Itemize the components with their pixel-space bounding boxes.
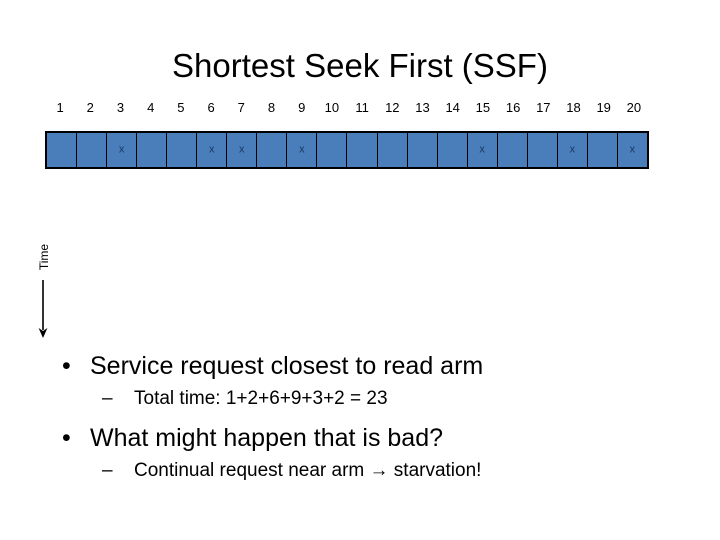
disk-track-cell xyxy=(377,133,408,167)
disk-track-cell: x xyxy=(557,133,588,167)
bullet-dash-icon: – xyxy=(102,388,113,409)
bullet-dot-icon: • xyxy=(62,424,71,452)
pending-request-mark: x xyxy=(209,143,215,156)
disk-track-cell: x xyxy=(287,133,318,167)
disk-track-cell xyxy=(527,133,558,167)
track-number-label: 8 xyxy=(267,100,276,115)
track-number-label: 9 xyxy=(298,100,306,115)
page-title: Shortest Seek First (SSF) xyxy=(172,47,548,84)
bullet-item: • Service request closest to read arm xyxy=(56,350,676,382)
pending-request-mark: x xyxy=(239,143,245,156)
track-number-label: 19 xyxy=(596,100,611,115)
disk-track-cell xyxy=(77,133,108,167)
pending-request-mark: x xyxy=(299,143,305,156)
bullet-dot-icon: • xyxy=(62,352,71,380)
bullet-list: •Service request closest to read arm–Tot… xyxy=(56,350,676,494)
track-number-label: 10 xyxy=(324,100,340,115)
bullet-item: • What might happen that is bad? xyxy=(56,422,676,454)
pending-request-mark: x xyxy=(118,143,125,156)
track-number-label: 2 xyxy=(86,100,94,115)
pending-request-mark: x xyxy=(479,143,485,156)
time-axis: Time xyxy=(28,232,64,338)
disk-track-cell xyxy=(137,133,168,167)
disk-track-cell xyxy=(167,133,198,167)
sub-bullet-item: –Continual request near arm → starvation… xyxy=(56,458,676,484)
track-number-label: 7 xyxy=(237,100,245,115)
track-number-label: 13 xyxy=(415,100,430,115)
disk-track-cell xyxy=(317,133,348,167)
disk-track-cell: x xyxy=(197,133,228,167)
disk-track-cell: x xyxy=(467,133,498,167)
bullet-text: Service request closest to read arm xyxy=(90,352,484,380)
disk-track-cell xyxy=(47,133,78,167)
bullet-dash-icon: – xyxy=(102,460,113,481)
track-number-label: 3 xyxy=(116,100,125,115)
bullet-text: What might happen that is bad? xyxy=(90,424,444,452)
disk-track-cell xyxy=(587,133,618,167)
track-number-label: 16 xyxy=(505,100,521,115)
bullet-text: Continual request near arm → starvation! xyxy=(134,460,482,481)
track-number-label: 1 xyxy=(56,100,64,115)
disk-track-cell xyxy=(257,133,288,167)
disk-track-cell xyxy=(347,133,378,167)
track-number-label: 18 xyxy=(566,100,581,115)
track-number-label: 12 xyxy=(385,100,400,115)
disk-track-cell xyxy=(437,133,468,167)
sub-bullet-item: –Total time: 1+2+6+9+3+2 = 23 xyxy=(56,386,676,412)
seek-path-diagram xyxy=(0,168,720,238)
disk-track-cell: x xyxy=(107,133,138,167)
time-axis-arrow-icon xyxy=(38,280,48,338)
pending-request-mark: x xyxy=(569,143,576,156)
bullet-text: Total time: 1+2+6+9+3+2 = 23 xyxy=(134,388,388,409)
disk-track-cell: x xyxy=(227,133,258,167)
track-number-label: 4 xyxy=(147,100,155,115)
track-number-label: 15 xyxy=(475,100,491,115)
disk-track-cell xyxy=(497,133,528,167)
track-number-label: 5 xyxy=(177,100,185,115)
pending-request-mark: x xyxy=(629,143,636,156)
track-number-label: 20 xyxy=(626,100,642,115)
track-number-label: 6 xyxy=(207,100,215,115)
track-number-label: 11 xyxy=(355,100,369,115)
time-axis-label: Time xyxy=(37,243,51,271)
disk-track-cell xyxy=(407,133,438,167)
disk-track-cell: x xyxy=(617,133,647,167)
track-number-label: 17 xyxy=(536,100,551,115)
track-number-label: 14 xyxy=(445,100,460,115)
